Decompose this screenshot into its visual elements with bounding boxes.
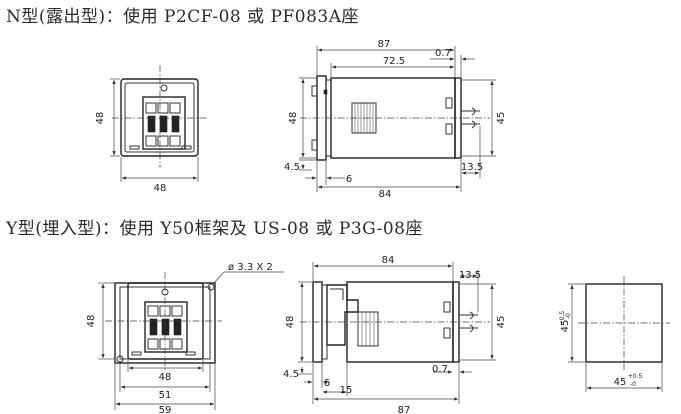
y-side-gap-label: 0.7 [432,364,448,375]
cutout-horizontal-tol-minus: -0 [630,381,636,388]
n-side-right-height-label: 45 [496,112,507,125]
n-side-body-label: 72.5 [383,56,405,67]
n-front-view [110,65,208,182]
n-side-pin-label: 13.5 [461,162,483,173]
cutout-vertical-tol-minus: -0 [565,313,572,319]
y-front-hole-label: ø 3.3 X 2 [228,262,273,273]
panel-cutout [568,276,670,392]
y-side-height-label: 48 [285,316,296,329]
n-side-view [299,46,496,192]
y-side-small-label: 4.5 [283,369,299,380]
n-side-offset-label: 6 [346,174,352,185]
n-type-heading: N型(露出型)：使用 P2CF-08 或 PF083A座 [6,7,359,27]
n-side-gap-label: 0.7 [435,48,451,59]
y-front-height-label: 48 [86,315,97,328]
n-side-small-label: 4.5 [284,162,300,173]
y-type-heading: Y型(埋入型)：使用 Y50框架及 US-08 或 P3G-08座 [6,219,423,239]
cutout-vertical-tol-plus: +0.5 [559,311,566,326]
y-front-w48-label: 48 [159,372,172,383]
n-side-height-label: 48 [288,112,299,125]
y-front-w59-label: 59 [159,405,172,414]
y-side-pin-label: 13.5 [459,270,481,281]
n-side-total-label: 87 [378,39,391,50]
y-side-total-label: 87 [398,405,411,414]
cutout-vertical-label: 45 [560,320,571,333]
y-side-depth-label: 84 [382,255,395,266]
cutout-horizontal-label: 45 [614,377,627,388]
y-side-right-height-label: 45 [496,316,507,329]
y-side-off15-label: 15 [340,385,353,396]
y-side-off6-label: 6 [324,378,330,389]
cutout-horizontal-tol-plus: +0.5 [628,373,643,380]
y-side-view [298,262,496,404]
n-side-depth-label: 84 [379,189,392,200]
n-front-height-label: 48 [95,112,106,125]
y-front-w51-label: 51 [159,390,172,401]
n-front-width-label: 48 [154,183,167,194]
y-front-view [98,271,284,410]
